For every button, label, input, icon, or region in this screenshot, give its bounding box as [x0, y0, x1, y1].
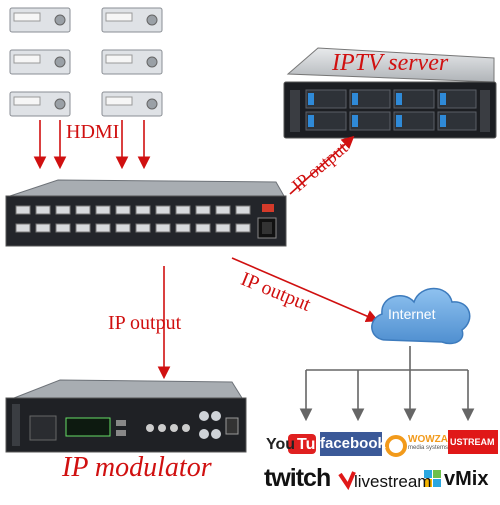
hdmi-port	[55, 205, 71, 215]
hdmi-port	[195, 205, 211, 215]
internet-label: Internet	[388, 306, 436, 322]
hdmi-port	[95, 205, 111, 215]
hdmi-port	[75, 223, 91, 233]
arrow-encoder-to-internet	[231, 257, 379, 323]
hdmi-port	[15, 205, 31, 215]
hdmi-port	[175, 205, 191, 215]
hdmi-source-4	[101, 49, 163, 75]
hdmi-port	[35, 205, 51, 215]
twitch-logo: twitch	[264, 464, 331, 492]
hdmi-port	[115, 205, 131, 215]
hdmi-port	[155, 223, 171, 233]
hdmi-port	[115, 223, 131, 233]
ip-modulator-label: IP modulator	[62, 452, 212, 483]
hdmi-label: HDMI	[66, 121, 120, 143]
hdmi-arrows	[33, 120, 151, 170]
hdmi-port	[235, 223, 251, 233]
livestream-check-icon	[338, 471, 356, 491]
vmix-grid-icon	[424, 470, 441, 487]
distribution-tree	[299, 346, 475, 422]
hdmi-port	[135, 205, 151, 215]
hdmi-port	[95, 223, 111, 233]
twitch-logo-bg	[262, 466, 334, 496]
ustream-logo-bg	[448, 430, 498, 454]
vmix-logo: vMix	[444, 468, 489, 490]
ip-output-modulator-label: IP output	[108, 312, 182, 334]
hdmi-port	[175, 223, 191, 233]
iptv-server	[283, 47, 497, 139]
ustream-logo: USTREAM	[450, 437, 495, 447]
hdmi-port	[135, 223, 151, 233]
hdmi-port	[35, 223, 51, 233]
internet-cloud	[371, 287, 471, 345]
hdmi-encoder	[5, 179, 287, 247]
hdmi-source-1	[9, 7, 71, 33]
ip-modulator	[5, 379, 247, 453]
youtube-you-text: You	[266, 436, 296, 453]
hdmi-source-5	[9, 91, 71, 117]
hdmi-port	[235, 205, 251, 215]
youtube-logo-bg	[288, 434, 316, 454]
hdmi-source-6	[101, 91, 163, 117]
wowza-logo: WOWZA media systems	[408, 434, 448, 451]
hdmi-port	[215, 223, 231, 233]
iptv-server-label: IPTV server	[332, 50, 449, 76]
livestream-logo: livestream	[354, 472, 432, 491]
wowza-text: WOWZA	[408, 434, 448, 445]
hdmi-port	[195, 223, 211, 233]
encoder-hdmi-ports	[15, 205, 251, 233]
facebook-logo: facebook	[320, 432, 386, 456]
wowza-sub-text: media systems	[408, 445, 449, 451]
hdmi-port	[55, 223, 71, 233]
hdmi-port	[15, 223, 31, 233]
wowza-swirl-icon	[385, 435, 407, 457]
hdmi-port	[75, 205, 91, 215]
hdmi-source-2	[101, 7, 163, 33]
hdmi-source-3	[9, 49, 71, 75]
arrow-encoder-to-server	[289, 135, 355, 195]
hdmi-port	[155, 205, 171, 215]
hdmi-port	[215, 205, 231, 215]
